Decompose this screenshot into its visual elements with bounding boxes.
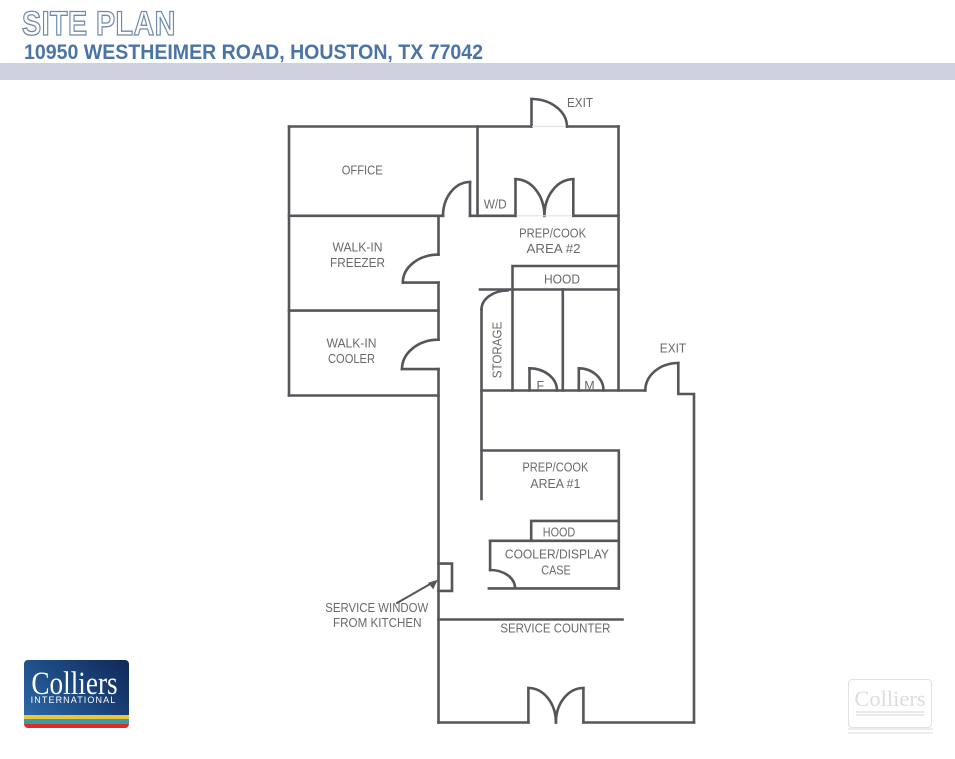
svg-text:W/D: W/D bbox=[484, 198, 507, 212]
svg-text:WALK-IN: WALK-IN bbox=[333, 241, 383, 255]
svg-text:CASE: CASE bbox=[541, 564, 571, 578]
svg-text:FREEZER: FREEZER bbox=[330, 256, 385, 270]
svg-text:HOOD: HOOD bbox=[544, 273, 580, 287]
svg-text:PREP/COOK: PREP/COOK bbox=[519, 227, 587, 241]
svg-text:HOOD: HOOD bbox=[543, 526, 576, 540]
svg-text:STORAGE: STORAGE bbox=[491, 322, 505, 379]
svg-text:OFFICE: OFFICE bbox=[342, 164, 383, 178]
svg-text:F: F bbox=[536, 379, 544, 393]
svg-text:AREA #2: AREA #2 bbox=[527, 242, 581, 256]
svg-text:SERVICE WINDOW: SERVICE WINDOW bbox=[325, 601, 428, 615]
svg-text:SERVICE COUNTER: SERVICE COUNTER bbox=[500, 622, 610, 636]
svg-text:AREA #1: AREA #1 bbox=[530, 477, 580, 491]
svg-text:COOLER: COOLER bbox=[328, 352, 375, 366]
svg-text:COOLER/DISPLAY: COOLER/DISPLAY bbox=[505, 548, 610, 562]
svg-text:EXIT: EXIT bbox=[660, 342, 687, 356]
svg-text:EXIT: EXIT bbox=[567, 96, 593, 110]
svg-text:PREP/COOK: PREP/COOK bbox=[522, 461, 589, 475]
svg-text:FROM KITCHEN: FROM KITCHEN bbox=[333, 616, 422, 630]
svg-text:M: M bbox=[584, 379, 594, 393]
svg-text:WALK-IN: WALK-IN bbox=[327, 337, 377, 351]
